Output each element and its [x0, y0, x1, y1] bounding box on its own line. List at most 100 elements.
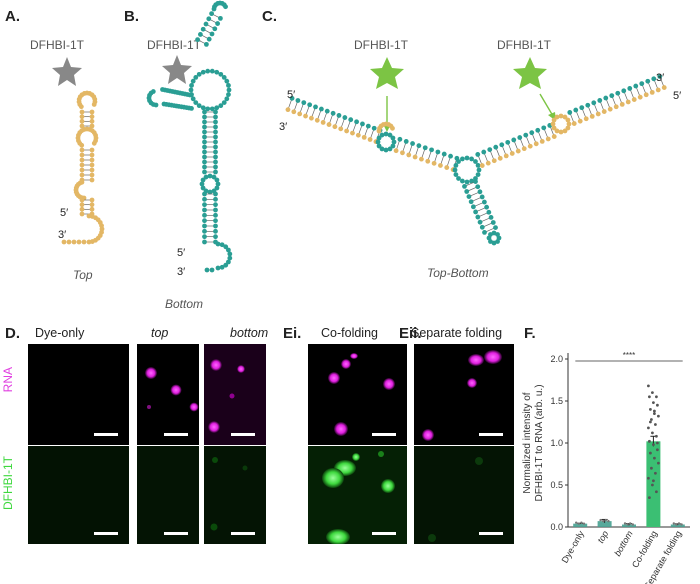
- nucleotide: [657, 74, 663, 79]
- panel-c-dye-right: DFHBI-1T: [497, 38, 551, 52]
- nucleotide: [332, 124, 338, 130]
- nucleotide: [509, 151, 515, 156]
- nucleotide: [204, 267, 210, 273]
- nucleotide: [503, 153, 509, 159]
- nucleotide: [390, 143, 396, 149]
- nucleotide: [202, 119, 207, 125]
- nucleotide: [202, 139, 207, 145]
- panel-c-3prime-left: 3′: [279, 121, 288, 133]
- nucleotide: [89, 157, 95, 163]
- nucleotide: [601, 109, 607, 114]
- panel-a-3prime: 3′: [58, 229, 67, 241]
- nucleotide: [621, 88, 627, 94]
- nucleotide: [627, 86, 633, 91]
- bar: [670, 524, 685, 527]
- nucleotide: [379, 146, 385, 152]
- nucleotide: [225, 259, 231, 265]
- nucleotide: [160, 87, 165, 92]
- data-point: [653, 456, 656, 460]
- data-point: [655, 395, 658, 399]
- nucleotide: [188, 87, 194, 93]
- x-tick-label: bottom: [612, 529, 635, 558]
- nucleotide: [213, 202, 218, 208]
- nucleotide: [517, 135, 523, 140]
- panel-a-structure: [52, 57, 105, 245]
- nucleotide: [597, 98, 603, 103]
- nucleotide: [213, 212, 218, 218]
- nucleotide: [79, 114, 85, 120]
- nucleotide: [475, 163, 481, 168]
- bottom-rna-spots: [204, 344, 266, 445]
- nucleotide: [477, 219, 483, 225]
- nucleotide: [481, 149, 487, 155]
- nucleotide: [213, 119, 218, 125]
- nucleotide: [202, 164, 207, 170]
- nucleotide: [562, 114, 568, 120]
- nucleotide: [76, 239, 82, 245]
- y-tick-label: 0.5: [550, 480, 563, 490]
- nucleotide: [297, 111, 303, 117]
- nucleotide: [203, 21, 209, 27]
- data-point: [629, 522, 632, 525]
- nucleotide: [469, 156, 474, 162]
- nucleotide: [205, 68, 211, 74]
- nucleotide: [202, 223, 207, 229]
- nucleotide: [371, 125, 377, 131]
- bar-chart: Normalized intensity ofDFHBI-1T to RNA (…: [522, 351, 690, 584]
- nucleotide: [379, 132, 385, 138]
- nucleotide: [209, 31, 215, 37]
- nucleotide: [376, 135, 382, 141]
- nucleotide: [499, 142, 505, 148]
- nucleotide: [473, 209, 479, 215]
- nucleotide: [203, 174, 209, 180]
- nucleotide: [541, 125, 547, 131]
- panel-a-label: A.: [5, 8, 20, 25]
- nucleotide: [577, 118, 583, 124]
- data-point: [651, 391, 654, 394]
- nucleotide: [79, 162, 85, 168]
- nucleotide: [285, 107, 291, 113]
- nucleotide: [493, 144, 499, 150]
- nucleotide: [607, 106, 613, 112]
- nucleotide: [410, 141, 415, 146]
- nucleotide: [86, 239, 92, 245]
- panel-b-3prime: 3′: [177, 266, 186, 278]
- nucleotide: [209, 11, 214, 17]
- nucleotide: [314, 117, 320, 123]
- nucleotide: [197, 32, 203, 37]
- y-axis-label: Normalized intensity ofDFHBI-1T to RNA (…: [522, 384, 545, 501]
- nucleotide: [429, 147, 434, 153]
- panel-a-5prime: 5′: [60, 207, 69, 219]
- panel-a-dye-label: DFHBI-1T: [30, 38, 84, 52]
- nucleotide: [344, 128, 350, 134]
- nucleotide: [213, 139, 218, 145]
- nucleotide: [79, 167, 85, 173]
- separate-dfhbi-spots: [428, 457, 483, 542]
- nucleotide: [613, 104, 619, 110]
- nucleotide: [631, 97, 637, 102]
- nucleotide: [202, 129, 207, 135]
- nucleotide: [400, 150, 405, 156]
- nucleotide: [320, 120, 326, 125]
- nucleotide: [456, 159, 461, 164]
- data-point: [654, 471, 657, 475]
- nucleotide: [554, 114, 560, 120]
- nucleotide: [533, 141, 539, 147]
- nucleotide: [202, 149, 207, 155]
- nucleotide: [202, 154, 207, 160]
- nucleotide: [651, 76, 657, 82]
- nucleotide: [221, 75, 227, 80]
- nucleotide: [218, 103, 224, 109]
- nucleotide: [193, 75, 199, 80]
- nucleotide: [484, 204, 490, 210]
- nucleotide: [661, 85, 667, 90]
- nucleotide: [482, 229, 487, 235]
- nucleotide: [422, 145, 428, 151]
- nucleotide: [527, 143, 533, 149]
- nucleotide: [336, 113, 342, 118]
- nucleotide: [416, 143, 422, 149]
- nucleotide: [521, 146, 527, 152]
- nucleotide: [89, 109, 95, 115]
- nucleotide: [79, 152, 85, 158]
- nucleotide: [435, 149, 441, 155]
